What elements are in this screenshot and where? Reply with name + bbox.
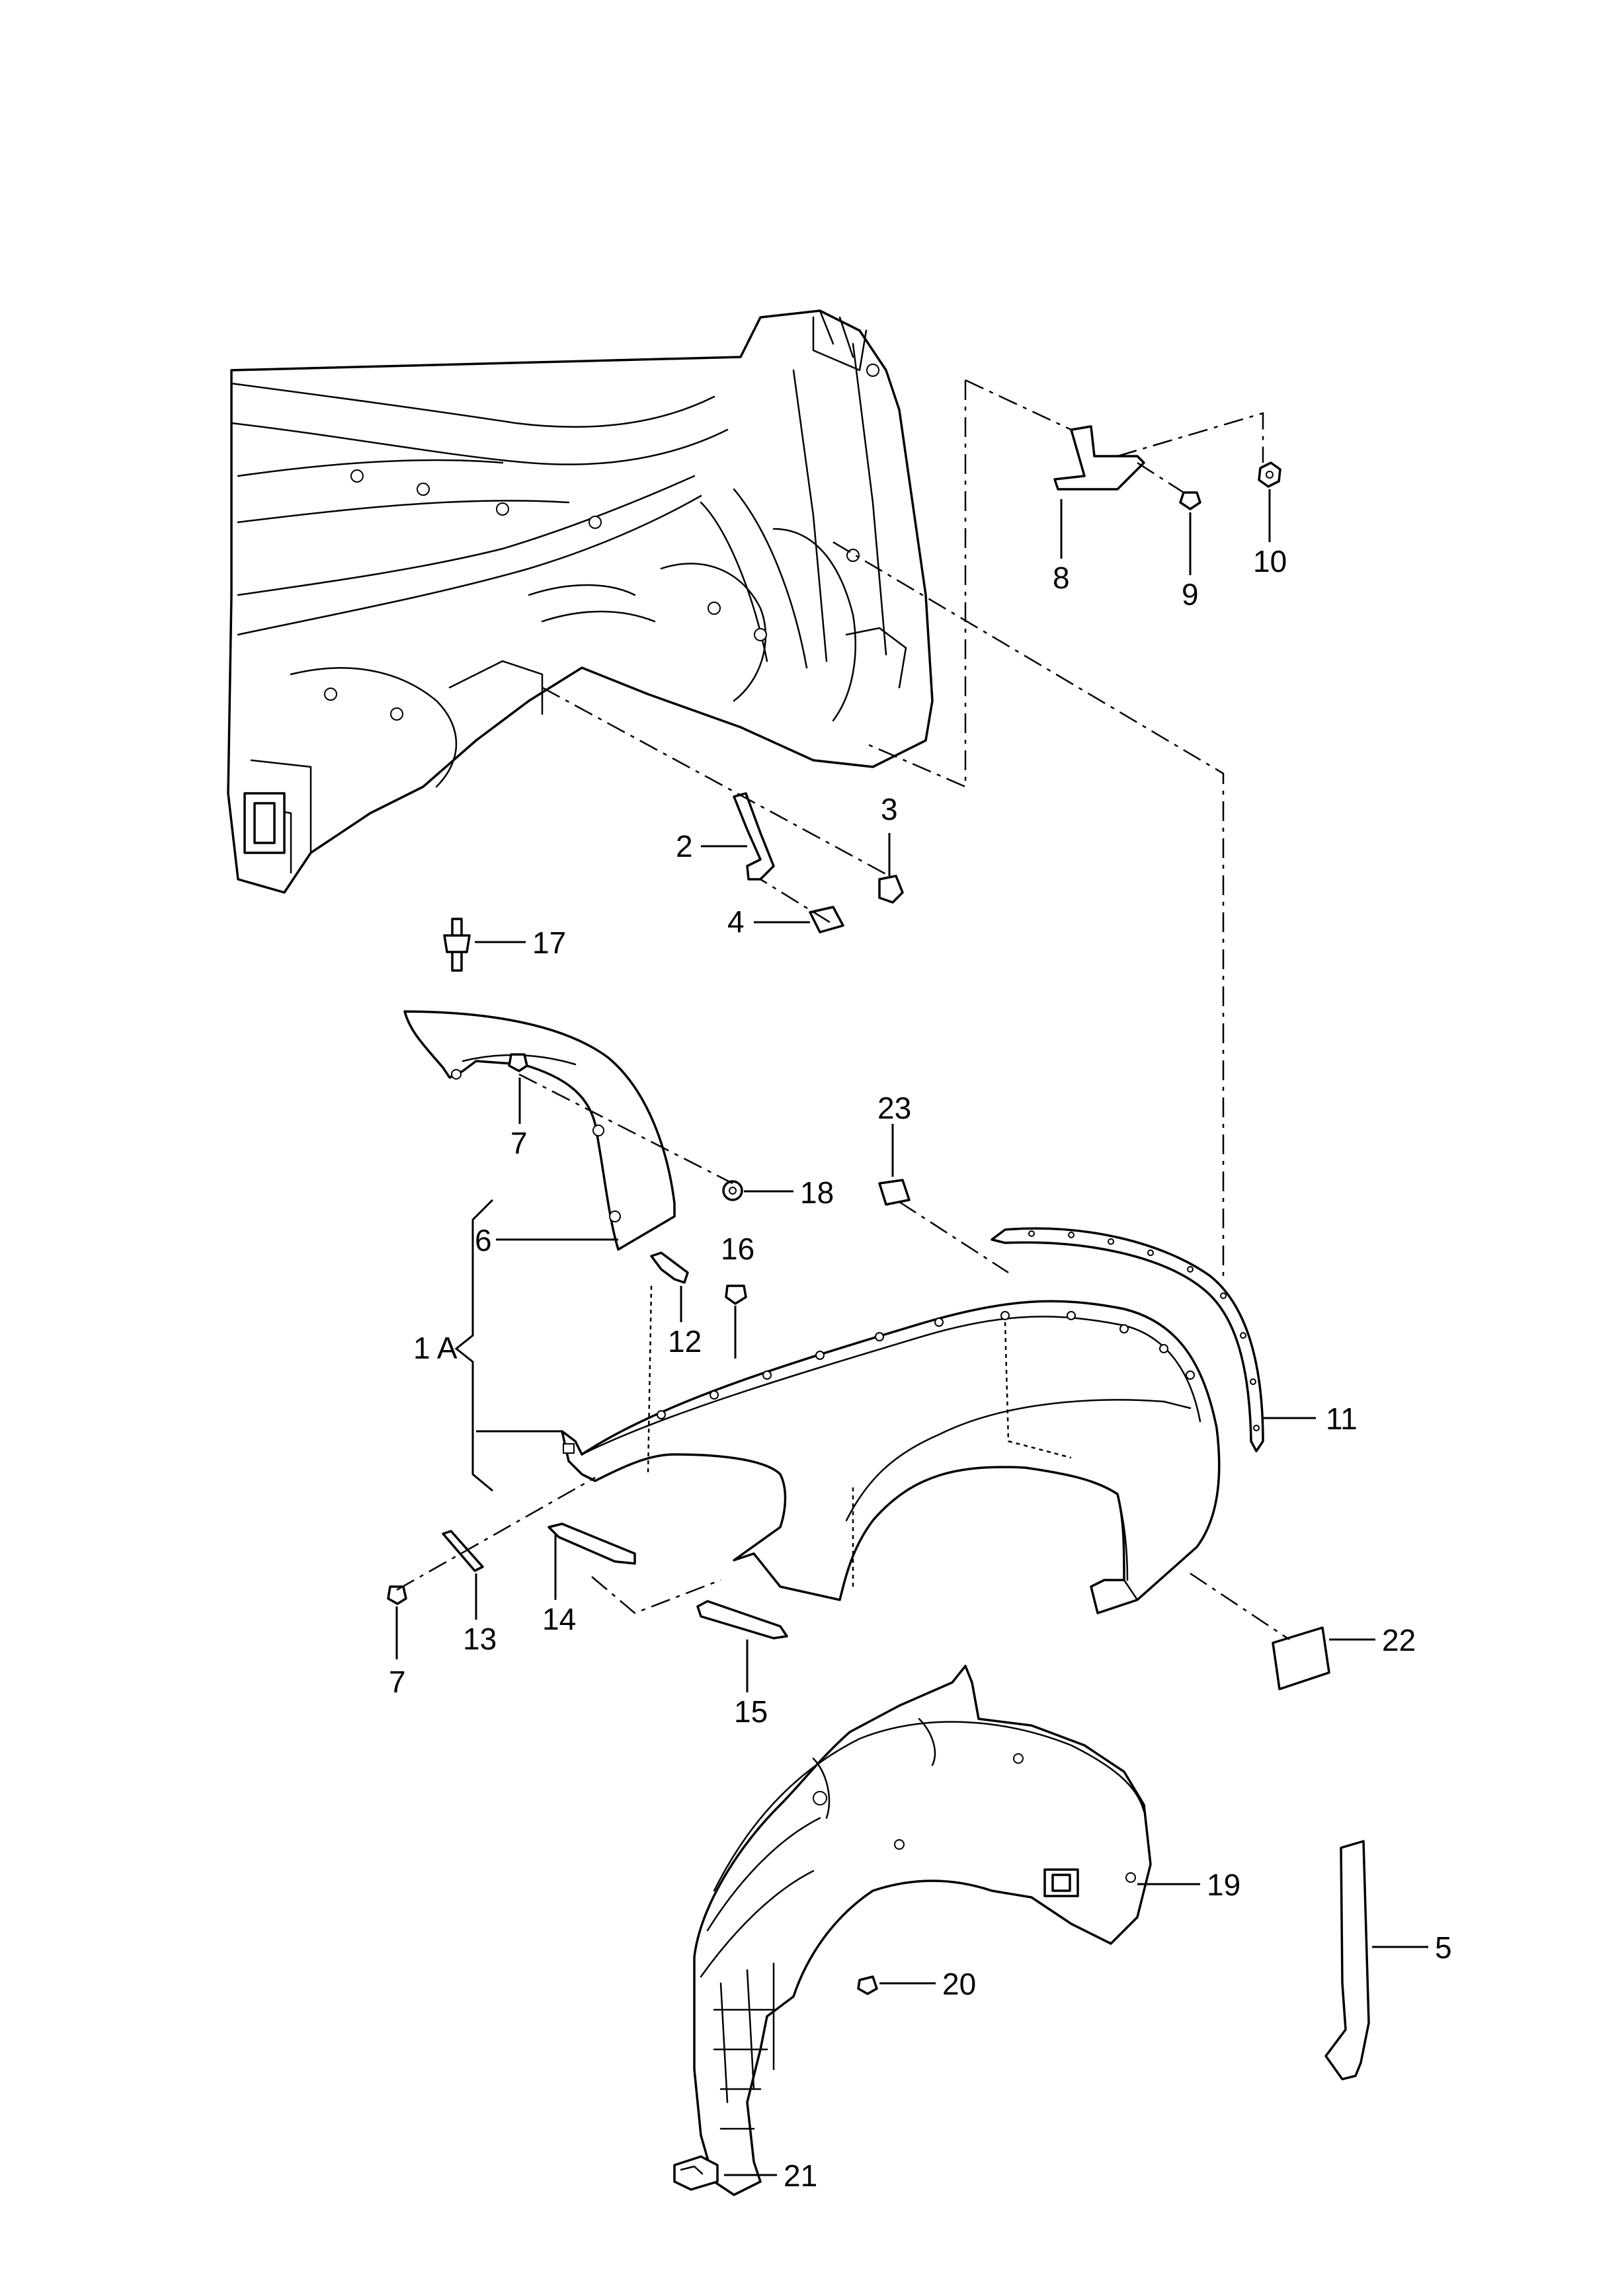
bracket-2 — [733, 792, 775, 881]
seal-14 — [548, 1523, 636, 1565]
clip-23 — [878, 1179, 911, 1206]
callout-18: 18 — [800, 1175, 834, 1210]
seal-13 — [442, 1530, 484, 1572]
callout-7-lower: 7 — [389, 1665, 406, 1699]
callout-19: 19 — [1207, 1868, 1240, 1902]
callout-13: 13 — [463, 1622, 497, 1656]
clip-21 — [673, 2155, 719, 2191]
callout-20: 20 — [942, 1967, 976, 2001]
bracket-8 — [1053, 425, 1145, 491]
cap-22 — [1272, 1626, 1330, 1690]
assembly-lines — [396, 379, 1290, 1641]
callout-5: 5 — [1435, 1930, 1452, 1965]
callout-3: 3 — [881, 792, 898, 826]
screw-9 — [1179, 491, 1201, 510]
body-structure — [227, 309, 934, 894]
callout-17: 17 — [532, 926, 566, 960]
seal-15 — [696, 1600, 788, 1640]
callouts: 1 A 2 3 4 5 6 7 7 8 9 10 11 12 13 14 15 … — [389, 544, 1452, 2193]
screw-16 — [725, 1285, 747, 1305]
callout-15: 15 — [734, 1694, 768, 1729]
screw-7-upper — [508, 1053, 528, 1072]
callout-2: 2 — [676, 829, 693, 863]
bolt-17 — [443, 918, 471, 972]
bolt-3 — [878, 875, 904, 904]
leader-lines — [395, 489, 1428, 2176]
callout-6: 6 — [475, 1223, 492, 1257]
seal-5 — [1324, 1840, 1370, 2080]
callout-1a: 1 A — [413, 1331, 458, 1365]
callout-10: 10 — [1253, 544, 1287, 578]
nut-10 — [1258, 461, 1281, 488]
callout-23: 23 — [877, 1091, 911, 1125]
bracket-12 — [650, 1251, 689, 1284]
fender — [561, 1300, 1221, 1614]
callout-22: 22 — [1382, 1623, 1416, 1657]
callout-14: 14 — [542, 1602, 576, 1636]
callout-11: 11 — [1326, 1402, 1358, 1436]
clip-20 — [857, 1975, 878, 1995]
callout-9: 9 — [1182, 577, 1199, 612]
nut-18 — [722, 1180, 743, 1201]
strip-11 — [991, 1227, 1264, 1452]
callout-16: 16 — [721, 1232, 754, 1266]
wheel-liner-19 — [693, 1665, 1152, 2196]
callout-7-upper: 7 — [510, 1126, 528, 1160]
callout-4: 4 — [727, 904, 745, 939]
callout-8: 8 — [1053, 561, 1070, 595]
callout-12: 12 — [668, 1324, 702, 1359]
panel-6 — [403, 1010, 676, 1251]
callout-21: 21 — [784, 2158, 817, 2193]
